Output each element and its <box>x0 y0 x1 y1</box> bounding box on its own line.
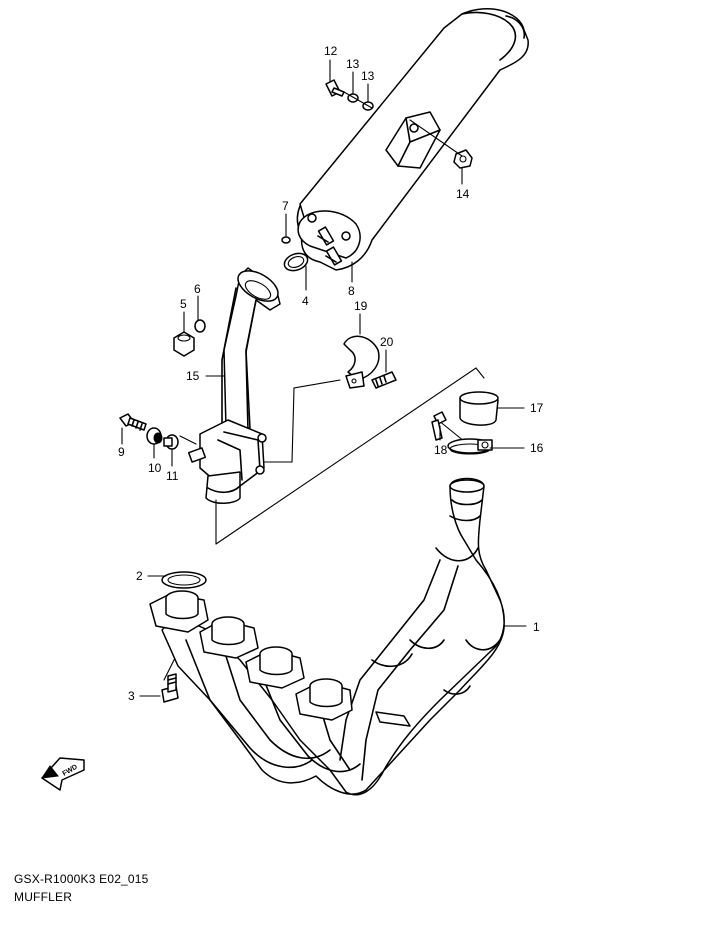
bolt-12 <box>325 79 345 97</box>
callout-1: 1 <box>533 620 540 634</box>
bolt-20 <box>371 371 397 389</box>
callout-9: 9 <box>118 445 125 459</box>
callout-19: 19 <box>354 299 368 313</box>
callout-10: 10 <box>148 461 162 475</box>
header-flange-2 <box>199 616 259 659</box>
bolt-9 <box>119 413 147 431</box>
callout-12: 12 <box>324 44 338 58</box>
callout-6: 6 <box>194 282 201 296</box>
gasket-2 <box>161 571 207 589</box>
callout-13-b: 13 <box>361 69 375 83</box>
clamp-16 <box>447 438 493 455</box>
diagram-title: MUFFLER <box>14 890 73 904</box>
callout-11: 11 <box>166 469 179 483</box>
callout-3: 3 <box>128 689 135 703</box>
header-flange-1 <box>149 590 209 633</box>
callout-20: 20 <box>380 335 394 349</box>
callout-labels: 1 2 3 4 5 6 7 8 9 10 11 12 13 13 14 15 1… <box>118 44 544 703</box>
callout-13-a: 13 <box>346 57 360 71</box>
collar-11 <box>163 434 179 450</box>
fwd-arrow-icon: FWD <box>40 757 85 791</box>
exhaust-header <box>149 477 505 796</box>
header-flange-4 <box>295 678 353 721</box>
connector-pipe <box>187 267 281 504</box>
header-flange-3 <box>245 646 305 689</box>
callout-4: 4 <box>302 294 309 308</box>
leader-lines <box>121 59 527 697</box>
callout-18: 18 <box>434 443 448 457</box>
washer-7 <box>281 236 291 244</box>
muffler-inlet-flange <box>297 210 361 266</box>
callout-5: 5 <box>180 297 187 311</box>
nut-5 <box>173 331 195 357</box>
callout-8: 8 <box>348 284 355 298</box>
muffler-body <box>296 8 529 271</box>
valve-cover <box>343 335 380 389</box>
callout-2: 2 <box>136 569 143 583</box>
washer-6 <box>194 319 206 333</box>
callout-16: 16 <box>530 441 544 455</box>
damper-10 <box>146 427 163 445</box>
stud-bolt-3 <box>161 673 179 703</box>
nut-14 <box>453 149 473 169</box>
diagram-code: GSX-R1000K3 E02_015 <box>14 872 149 886</box>
callout-15: 15 <box>186 369 200 383</box>
callout-7: 7 <box>282 199 289 213</box>
callout-14: 14 <box>456 187 470 201</box>
callout-17: 17 <box>530 401 544 415</box>
joint-sleeve-17 <box>459 391 499 426</box>
bolt-18 <box>431 411 447 441</box>
